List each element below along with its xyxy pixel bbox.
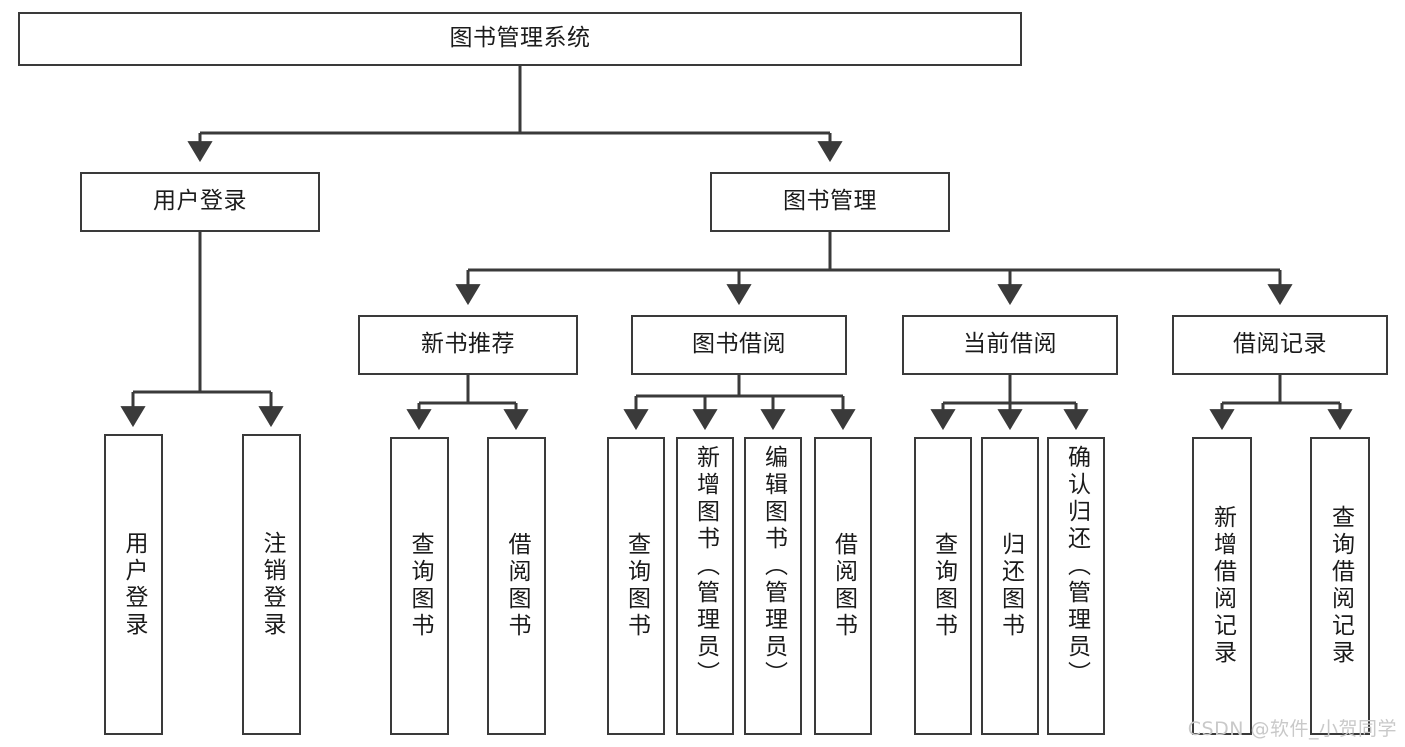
node-current-borrow[interactable]: 当前借阅 [902,315,1118,375]
node-leaf-borrow-edit-book[interactable]: 编辑图书（管理员） [744,437,802,735]
node-leaf-borrow-borrow-book[interactable]: 借阅图书 [814,437,872,735]
node-leaf-newbook-borrow-label: 借阅图书 [504,532,530,640]
node-leaf-current-return-label: 归还图书 [997,532,1024,640]
node-leaf-user-login-signout-label: 注销登录 [259,530,285,639]
node-leaf-borrow-add-book-label: 新增图书（管理员） [692,445,719,688]
node-leaf-record-query[interactable]: 查询借阅记录 [1310,437,1370,735]
node-book-management-label: 图书管理 [783,188,877,215]
node-root-system-label: 图书管理系统 [449,25,591,52]
node-leaf-record-add[interactable]: 新增借阅记录 [1192,437,1252,735]
node-user-login-label: 用户登录 [153,188,247,215]
node-leaf-borrow-borrow-book-label: 借阅图书 [830,532,857,640]
node-leaf-borrow-query[interactable]: 查询图书 [607,437,665,735]
node-borrow-record[interactable]: 借阅记录 [1172,315,1388,375]
node-book-borrow[interactable]: 图书借阅 [631,315,847,375]
node-book-management[interactable]: 图书管理 [710,172,950,232]
node-new-book-recommend-label: 新书推荐 [421,331,515,358]
node-leaf-newbook-borrow[interactable]: 借阅图书 [487,437,546,735]
node-leaf-borrow-add-book[interactable]: 新增图书（管理员） [676,437,734,735]
node-new-book-recommend[interactable]: 新书推荐 [358,315,578,375]
node-leaf-current-confirm-return[interactable]: 确认归还（管理员） [1047,437,1105,735]
node-leaf-newbook-query[interactable]: 查询图书 [390,437,449,735]
node-leaf-user-login-signin[interactable]: 用户登录 [104,434,163,735]
node-leaf-borrow-edit-book-label: 编辑图书（管理员） [760,445,787,688]
node-leaf-current-query[interactable]: 查询图书 [914,437,972,735]
node-leaf-record-query-label: 查询借阅记录 [1327,505,1354,667]
node-borrow-record-label: 借阅记录 [1233,331,1327,358]
node-book-borrow-label: 图书借阅 [692,331,786,358]
node-leaf-user-login-signin-label: 用户登录 [121,530,147,639]
node-leaf-newbook-query-label: 查询图书 [407,532,433,640]
node-leaf-borrow-query-label: 查询图书 [623,532,650,640]
node-user-login[interactable]: 用户登录 [80,172,320,232]
node-current-borrow-label: 当前借阅 [963,331,1057,358]
node-leaf-current-query-label: 查询图书 [930,532,957,640]
node-leaf-record-add-label: 新增借阅记录 [1209,505,1236,667]
node-root-system[interactable]: 图书管理系统 [18,12,1022,66]
node-leaf-current-return[interactable]: 归还图书 [981,437,1039,735]
node-leaf-user-login-signout[interactable]: 注销登录 [242,434,301,735]
node-leaf-current-confirm-return-label: 确认归还（管理员） [1063,445,1090,688]
